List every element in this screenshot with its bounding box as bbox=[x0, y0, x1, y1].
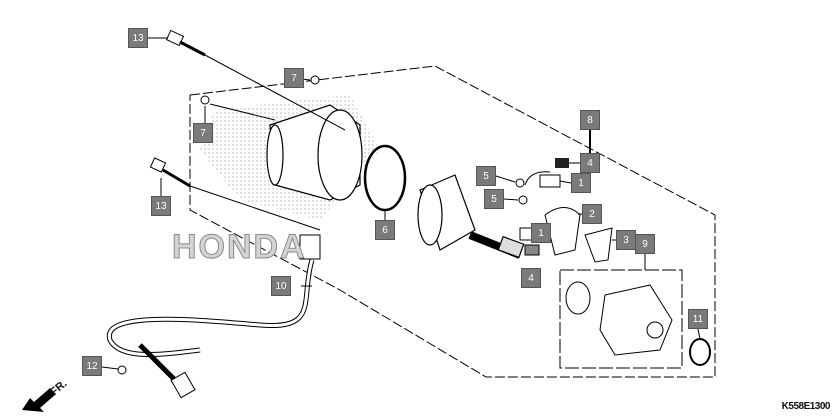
callout-1: 1 bbox=[571, 173, 591, 193]
front-arrow-icon bbox=[22, 388, 56, 412]
callout-4: 4 bbox=[580, 153, 600, 173]
callout-2: 2 bbox=[582, 204, 602, 224]
callout-9: 9 bbox=[635, 234, 655, 254]
callout-7: 7 bbox=[193, 123, 213, 143]
assembly-outline bbox=[189, 65, 716, 378]
bolt-13-bottom bbox=[149, 157, 191, 188]
starter-cable bbox=[106, 234, 321, 399]
part-code: K558E1300 bbox=[781, 401, 831, 412]
brush-holder-2 bbox=[544, 207, 581, 256]
o-ring-6 bbox=[363, 144, 407, 212]
callout-10: 10 bbox=[271, 276, 291, 296]
callout-13: 13 bbox=[151, 196, 171, 216]
callout-6: 6 bbox=[375, 220, 395, 240]
screw-7-b bbox=[200, 95, 210, 105]
screw-7-a bbox=[310, 75, 320, 85]
screw-5-a bbox=[515, 178, 525, 188]
honda-watermark: HONDA bbox=[172, 228, 307, 267]
plate-3 bbox=[584, 227, 613, 263]
callout-13: 13 bbox=[128, 28, 148, 48]
callout-7: 7 bbox=[284, 68, 304, 88]
motor-case bbox=[266, 104, 363, 201]
subassembly-box bbox=[559, 269, 683, 369]
callout-4: 4 bbox=[521, 268, 541, 288]
callout-8: 8 bbox=[580, 110, 600, 130]
brush-1-top bbox=[539, 174, 561, 188]
armature bbox=[417, 174, 525, 259]
spring-4-bottom bbox=[524, 244, 540, 256]
callout-12: 12 bbox=[82, 356, 102, 376]
o-ring-11 bbox=[689, 338, 711, 366]
callout-5: 5 bbox=[476, 166, 496, 186]
spring-4-top bbox=[555, 158, 569, 168]
callout-1: 1 bbox=[531, 223, 551, 243]
bolt-13-top bbox=[165, 29, 206, 57]
end-cover bbox=[565, 281, 673, 356]
callout-11: 11 bbox=[688, 309, 708, 329]
callout-3: 3 bbox=[616, 230, 636, 250]
callout-5: 5 bbox=[484, 189, 504, 209]
screw-5-b bbox=[518, 195, 528, 205]
bolt-12 bbox=[117, 365, 127, 375]
